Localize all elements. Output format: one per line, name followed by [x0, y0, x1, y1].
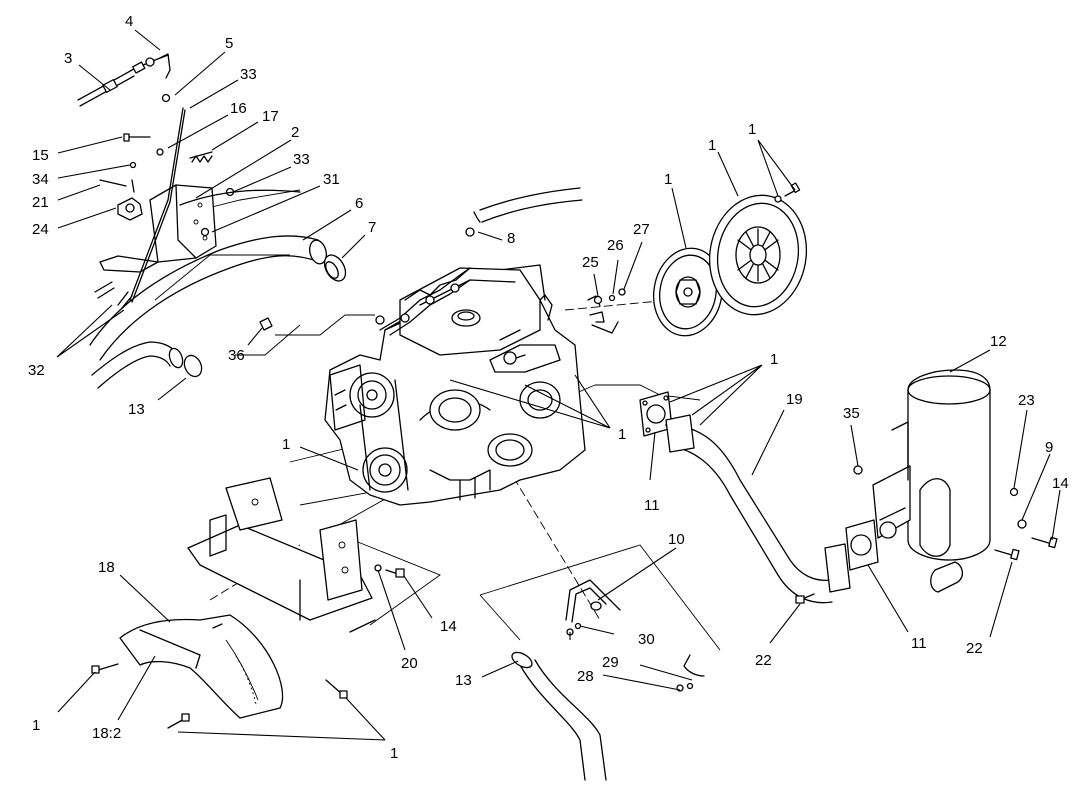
upper-radiator-hose — [89, 189, 327, 361]
callout-24: 24 — [32, 221, 49, 238]
callout-33: 33 — [293, 151, 310, 168]
lower-radiator-hose — [91, 341, 203, 389]
fuel-line-assembly — [565, 579, 705, 692]
governor-bracket-assembly — [94, 107, 235, 309]
callout-1: 1 — [708, 137, 716, 154]
exhaust-gasket-11 — [639, 391, 673, 437]
callout-3: 3 — [64, 50, 72, 67]
callout-14: 14 — [440, 618, 457, 635]
callout-1: 1 — [32, 717, 40, 734]
callout-26: 26 — [607, 237, 624, 254]
callout-1: 1 — [664, 171, 672, 188]
callout-12: 12 — [990, 333, 1007, 350]
callout-1: 1 — [390, 745, 398, 762]
callout-23: 23 — [1018, 392, 1035, 409]
callout-30: 30 — [638, 631, 655, 648]
callout-1: 1 — [282, 436, 290, 453]
muffler-12 — [872, 369, 991, 593]
callout-9: 9 — [1045, 439, 1053, 456]
callout-28: 28 — [577, 668, 594, 685]
fitting-36 — [259, 317, 273, 331]
callout-13: 13 — [455, 672, 472, 689]
callout-20: 20 — [401, 655, 418, 672]
engine-mount-bracket — [187, 477, 376, 633]
clutch-bolts-1 — [774, 182, 801, 203]
callout-16: 16 — [230, 100, 247, 117]
callout-32: 32 — [28, 362, 45, 379]
callout-31: 31 — [323, 171, 340, 188]
callout-18: 18 — [98, 559, 115, 576]
callout-1: 1 — [748, 121, 756, 138]
callout-2: 2 — [291, 124, 299, 141]
bracket-25-26-27 — [587, 288, 626, 334]
callout-6: 6 — [355, 195, 363, 212]
callout-11: 11 — [644, 497, 660, 514]
callout-5: 5 — [225, 35, 233, 52]
exhaust-gasket-lower-11 — [845, 519, 879, 571]
callout-18-2: 18:2 — [92, 725, 121, 742]
callouts: 4 5 3 33 16 17 2 33 31 15 34 21 24 6 7 8… — [28, 13, 1069, 762]
top-hose — [473, 187, 583, 223]
callout-7: 7 — [368, 219, 376, 236]
callout-33: 33 — [240, 66, 257, 83]
engine-block — [324, 264, 586, 506]
throttle-cable-assembly — [77, 53, 171, 107]
callout-29: 29 — [602, 654, 619, 671]
hose-clamp-7 — [323, 254, 347, 282]
callout-1: 1 — [618, 426, 626, 443]
callout-8: 8 — [507, 230, 515, 247]
callout-34: 34 — [32, 171, 49, 188]
shield-18 — [91, 614, 348, 729]
callout-27: 27 — [633, 221, 650, 238]
callout-11: 11 — [911, 635, 927, 652]
leader-lines — [56, 29, 1061, 741]
callout-17: 17 — [262, 108, 279, 125]
callout-19: 19 — [786, 391, 803, 408]
callout-4: 4 — [125, 13, 133, 30]
pressure-plate — [708, 194, 808, 316]
callout-21: 21 — [32, 194, 49, 211]
callout-14: 14 — [1052, 475, 1069, 492]
clutch-disc — [653, 247, 723, 337]
callout-10: 10 — [668, 531, 685, 548]
callout-22: 22 — [755, 652, 772, 669]
exhaust-pipe-19 — [665, 414, 851, 604]
callout-13: 13 — [128, 401, 145, 418]
fitting-8 — [465, 227, 475, 237]
callout-36: 36 — [228, 347, 245, 364]
callout-35: 35 — [843, 405, 860, 422]
callout-25: 25 — [582, 254, 599, 271]
callout-22: 22 — [966, 640, 983, 657]
callout-15: 15 — [32, 147, 49, 164]
callout-1: 1 — [770, 351, 778, 368]
coolant-hose-bottom — [511, 651, 607, 781]
